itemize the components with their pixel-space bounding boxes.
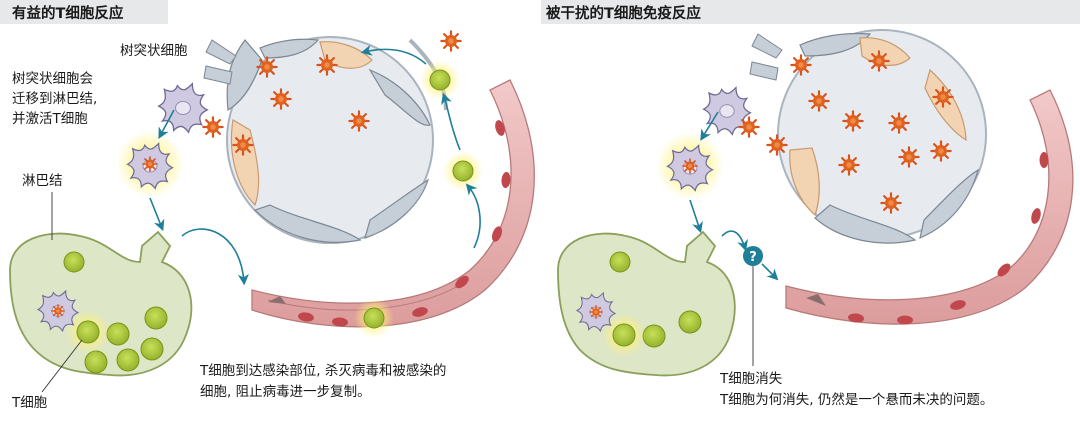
t-cell-icon	[612, 323, 636, 347]
red-blood-cell-icon	[501, 172, 511, 188]
virus-icon	[842, 110, 864, 132]
label-lymph-node: 淋巴结	[22, 173, 63, 189]
arrow-icon	[700, 111, 719, 141]
virus-icon	[682, 158, 698, 174]
virus-icon	[868, 50, 890, 72]
question-icon	[743, 246, 763, 266]
virus-icon	[880, 192, 902, 214]
right-panel: ?	[557, 29, 1074, 377]
red-blood-cell-icon	[455, 275, 469, 289]
red-blood-cell-icon	[495, 120, 505, 136]
virus-icon	[440, 30, 462, 52]
question-mark: ?	[749, 250, 757, 265]
arrow-icon	[721, 230, 749, 252]
label-migrate-3: 并激活T细胞	[12, 111, 88, 127]
virus-icon	[202, 116, 224, 138]
label-migrate-1: 树突状细胞会	[12, 71, 93, 87]
label-migrate-2: 迁移到淋巴结,	[12, 91, 98, 107]
right-title-bar	[540, 0, 1080, 24]
red-blood-cell-icon	[997, 263, 1011, 277]
red-blood-cell-icon	[897, 315, 913, 325]
t-cell-icon	[452, 160, 474, 182]
virus-icon	[348, 110, 370, 132]
arrow-icon	[158, 109, 175, 139]
t-cell-icon	[140, 337, 164, 361]
arrow-icon	[149, 197, 165, 232]
t-cell-icon	[76, 320, 100, 344]
arrows-left	[149, 44, 481, 286]
arrow-icon	[360, 44, 427, 65]
virus-icon	[589, 305, 603, 319]
label-dendritic: 树突状细胞	[120, 43, 188, 59]
virus-icon	[316, 54, 338, 76]
red-blood-cell-icon	[332, 317, 348, 327]
left-caption-2: 细胞, 阻止病毒进一步复制。	[200, 384, 371, 400]
red-blood-cell-icon	[491, 226, 503, 242]
virus-icon	[932, 86, 954, 108]
t-cell-icon	[429, 69, 451, 91]
t-cells-lymph	[609, 251, 702, 348]
virus-icon	[51, 304, 65, 318]
t-cells-lymph	[63, 251, 168, 374]
virus-icon	[142, 156, 158, 172]
flow-arrow-icon	[268, 296, 286, 304]
left-caption-1: T细胞到达感染部位, 杀灭病毒和被感染的	[200, 363, 447, 379]
alveolus	[749, 29, 987, 244]
arrow-icon	[761, 263, 779, 281]
virus-icon	[766, 134, 788, 156]
t-cell-icon	[678, 310, 702, 334]
arrow-icon	[689, 199, 703, 234]
t-cell-icon	[84, 350, 108, 374]
left-panel	[9, 30, 535, 393]
red-blood-cell-icon	[298, 312, 314, 322]
red-blood-cells-right	[848, 152, 1049, 325]
arrow-icon	[441, 92, 461, 151]
t-cell-icon	[116, 348, 140, 372]
leader-tcell	[41, 339, 83, 393]
arrow-icon	[465, 183, 481, 249]
arrows-right	[689, 111, 779, 281]
left-title: 有益的T细胞反应	[12, 6, 124, 22]
alveolus	[203, 36, 448, 244]
red-blood-cell-icon	[950, 300, 966, 310]
t-cell-icon	[63, 251, 85, 273]
red-blood-cells-left	[298, 120, 511, 327]
virus-icon	[808, 90, 830, 112]
lymph-node	[557, 230, 736, 377]
virus-icon	[790, 54, 812, 76]
arrow-icon	[181, 228, 249, 286]
red-blood-cell-icon	[848, 313, 864, 323]
virus-icon	[270, 88, 292, 110]
right-caption-1: T细胞消失	[720, 371, 783, 387]
virus-icon	[838, 154, 860, 176]
right-caption-2: T细胞为何消失, 仍然是一个悬而未决的问题。	[720, 392, 994, 408]
label-t-cell: T细胞	[12, 395, 48, 411]
right-title: 被干扰的T细胞免疫反应	[546, 6, 701, 22]
virus-icon	[930, 140, 952, 162]
flow-arrow-icon	[806, 294, 826, 306]
t-cell-icon	[642, 324, 666, 348]
virus-icon	[256, 56, 278, 78]
virus-icon	[738, 116, 760, 138]
left-title-bar	[0, 0, 168, 24]
t-cell-icon	[609, 251, 631, 273]
t-cell-icon	[363, 307, 385, 329]
t-cell-icon	[106, 322, 130, 346]
virus-icon	[898, 146, 920, 168]
virus-icon	[888, 112, 910, 134]
red-blood-cell-icon	[1039, 152, 1049, 168]
red-blood-cell-icon	[1031, 208, 1041, 224]
t-cell-icon	[144, 306, 168, 330]
virus-icon	[232, 134, 254, 156]
red-blood-cell-icon	[412, 307, 428, 317]
